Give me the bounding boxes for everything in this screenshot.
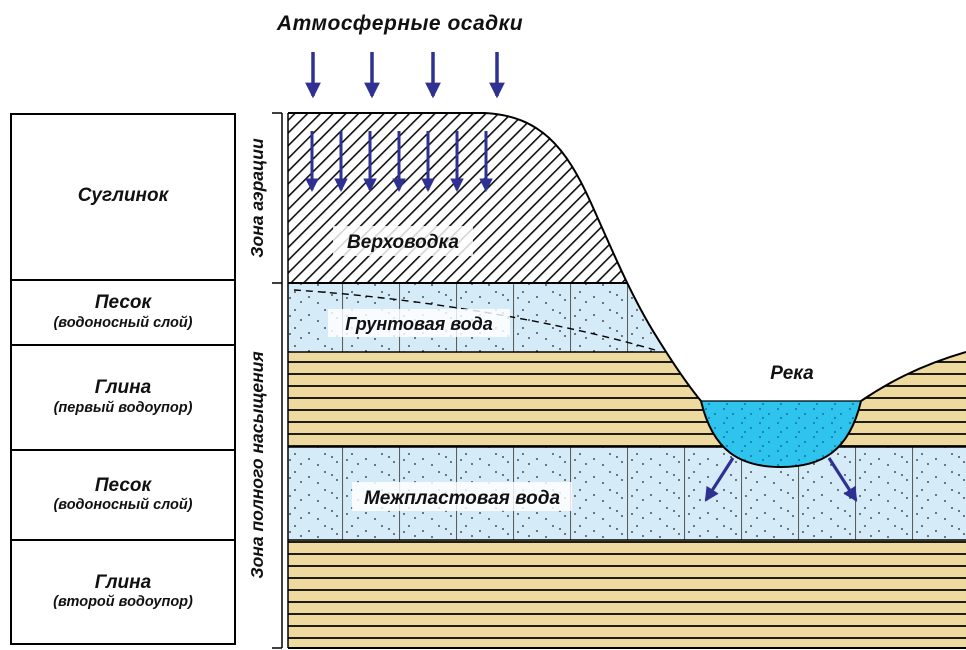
legend-row-sand-1: Песок (водоносный слой)	[12, 281, 234, 346]
interstratal-water-label-bg	[352, 482, 572, 511]
legend-table: Суглинок Песок (водоносный слой) Глина (…	[10, 113, 236, 645]
legend-row-clay-1: Глина (первый водоупор)	[12, 346, 234, 451]
ground-water-label: Грунтовая вода	[345, 314, 493, 334]
legend-sublabel: (второй водоупор)	[53, 594, 193, 611]
zone-label-aeration: Зона аэрации	[247, 138, 267, 258]
interstratal-water-label: Межпластовая вода	[364, 488, 561, 509]
perched-water-label-bg	[333, 226, 473, 256]
legend-sublabel: (водоносный слой)	[53, 314, 193, 331]
legend-label: Песок	[94, 474, 152, 496]
perched-water-label: Верховодка	[347, 232, 459, 253]
legend-row-clay-2: Глина (второй водоупор)	[12, 541, 234, 643]
zone-label-saturation: Зона полного насыщения	[247, 351, 267, 578]
legend-row-sand-2: Песок (водоносный слой)	[12, 451, 234, 541]
river-label: Река	[770, 363, 814, 384]
clay-aquitard-layer-2	[288, 540, 966, 648]
legend-label: Глина	[94, 377, 152, 399]
legend-label: Суглинок	[77, 184, 169, 206]
seepage-arrow-right	[827, 457, 858, 502]
legend-row-loam: Суглинок	[12, 115, 234, 281]
infiltration-arrows	[305, 131, 493, 193]
seepage-arrow-left	[704, 457, 735, 502]
legend-sublabel: (водоносный слой)	[53, 497, 193, 514]
legend-label: Глина	[94, 571, 152, 593]
precipitation-arrows	[305, 52, 505, 99]
section-borders	[287, 113, 966, 649]
legend-label: Песок	[94, 292, 152, 314]
geological-layers	[288, 113, 966, 648]
river-seepage-arrows	[704, 457, 858, 502]
diagram-title: Атмосферные осадки	[276, 12, 524, 35]
zone-axis	[272, 112, 283, 649]
terrain-surface-outline	[288, 112, 966, 469]
loam-aeration-layer	[288, 113, 966, 283]
ground-water-label-bg	[328, 309, 510, 337]
legend-sublabel: (первый водоупор)	[53, 399, 193, 416]
